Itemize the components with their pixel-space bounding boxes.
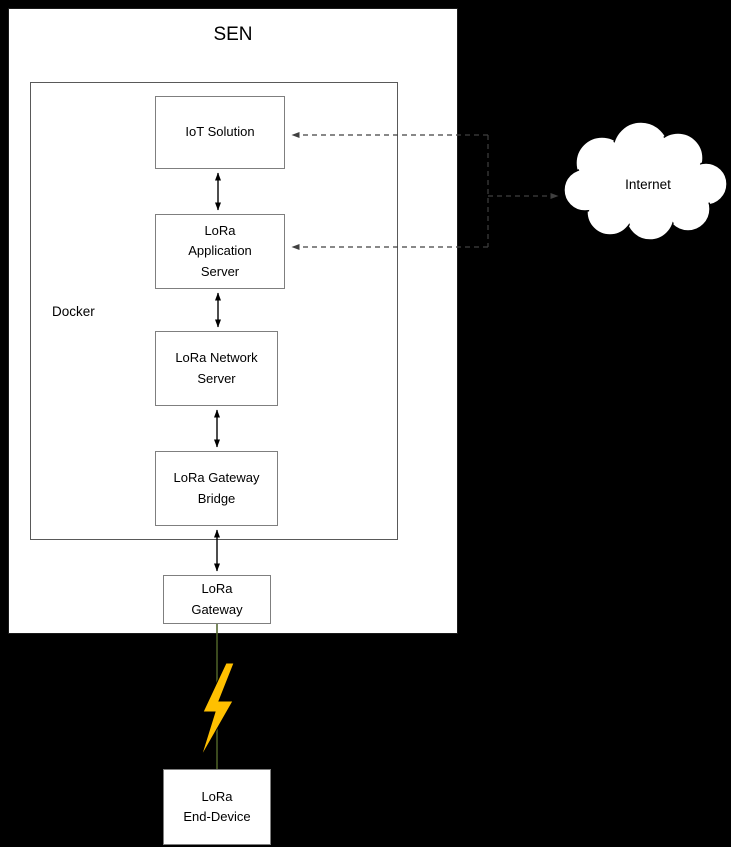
node-iot-solution: IoT Solution [155,96,285,169]
node-lora-network-server: LoRa Network Server [155,331,278,406]
node-lora-gateway-bridge: LoRa Gateway Bridge [155,451,278,526]
sen-title: SEN [213,24,253,45]
lightning-bolt-icon [200,662,235,758]
docker-label: Docker [52,304,95,319]
internet-label: Internet [625,177,671,192]
node-lora-application-server: LoRa Application Server [155,214,285,289]
node-lora-gateway: LoRa Gateway [163,575,271,624]
node-lora-end-device: LoRa End-Device [163,769,271,845]
